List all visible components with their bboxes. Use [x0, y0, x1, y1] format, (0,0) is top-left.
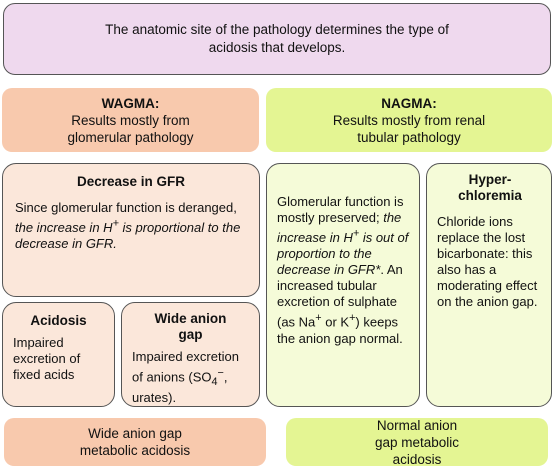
wide-gap-card-body: Impaired excretion of anions (SO4−, urat…: [132, 349, 249, 406]
acidosis-card-text: Impaired excretion of fixed acids: [13, 335, 81, 382]
glom-card-text-d: ) keeps the anion gap normal.: [277, 314, 403, 346]
top-note: The anatomic site of the pathology deter…: [3, 3, 551, 75]
gfr-card: Decrease in GFR Since glomerular functio…: [2, 163, 260, 297]
gfr-card-sup: +: [112, 218, 119, 230]
glom-card-sup3: +: [349, 312, 356, 325]
wagma-footer-text: Wide anion gap metabolic acidosis: [79, 426, 191, 458]
wide-gap-card: Wide anion gap Impaired excretion of ani…: [121, 302, 260, 407]
nagma-header: NAGMA: Results mostly from renal tubular…: [266, 88, 552, 152]
nagma-title: NAGMA:: [381, 95, 437, 111]
wide-gap-card-text-b: , urates).: [132, 369, 228, 405]
wide-gap-card-sup: −: [217, 367, 224, 379]
glom-card-italic-b: is out of proportion to the decrease in …: [277, 230, 409, 278]
glom-card-italic-a: the increase in H: [277, 210, 402, 246]
gfr-card-italic-b: is proportional to the decrease in GFR.: [15, 220, 241, 252]
wide-gap-card-title: Wide anion gap: [154, 311, 227, 342]
hyper-card-text: Chloride ions replace the lost bicarbona…: [437, 214, 538, 309]
wagma-subtitle: Results mostly from glomerular pathology: [67, 112, 194, 145]
gfr-card-italic-a: the increase in H: [15, 220, 113, 236]
acidosis-card-title: Acidosis: [30, 313, 87, 328]
top-note-text: The anatomic site of the pathology deter…: [105, 22, 449, 55]
glom-card-text-a: Glomerular function is mostly preserved;: [277, 194, 404, 225]
nagma-subtitle: Results mostly from renal tubular pathol…: [332, 112, 486, 145]
glom-card-text-b: . An increased tubular excretion of sulp…: [277, 262, 403, 330]
wagma-title: WAGMA:: [101, 95, 160, 111]
gfr-card-text: Since glomerular function is deranged,: [15, 200, 237, 215]
glom-card-sup2: +: [315, 312, 322, 325]
wide-gap-card-sub: 4: [211, 375, 218, 388]
glomerular-card: Glomerular function is mostly preserved;…: [266, 163, 420, 407]
gfr-card-title: Decrease in GFR: [76, 174, 186, 189]
wagma-header: WAGMA: Results mostly from glomerular pa…: [2, 88, 259, 152]
wide-gap-card-text-a: Impaired excretion of anions (SO: [132, 349, 239, 385]
gfr-card-body: Since glomerular function is deranged, t…: [15, 200, 247, 252]
nagma-footer-text: Normal anion gap metabolic acidosis: [374, 417, 460, 467]
glom-card-text-c: or K: [321, 314, 350, 330]
wagma-footer: Wide anion gap metabolic acidosis: [4, 418, 266, 466]
glom-card-sup: +: [352, 228, 360, 240]
hyper-card-title: Hyper-chloremia: [458, 172, 522, 203]
nagma-footer: Normal anion gap metabolic acidosis: [286, 417, 548, 467]
acidosis-card: Acidosis Impaired excretion of fixed aci…: [2, 302, 115, 407]
hyperchloremia-card: Hyper-chloremia Chloride ions replace th…: [426, 163, 552, 407]
